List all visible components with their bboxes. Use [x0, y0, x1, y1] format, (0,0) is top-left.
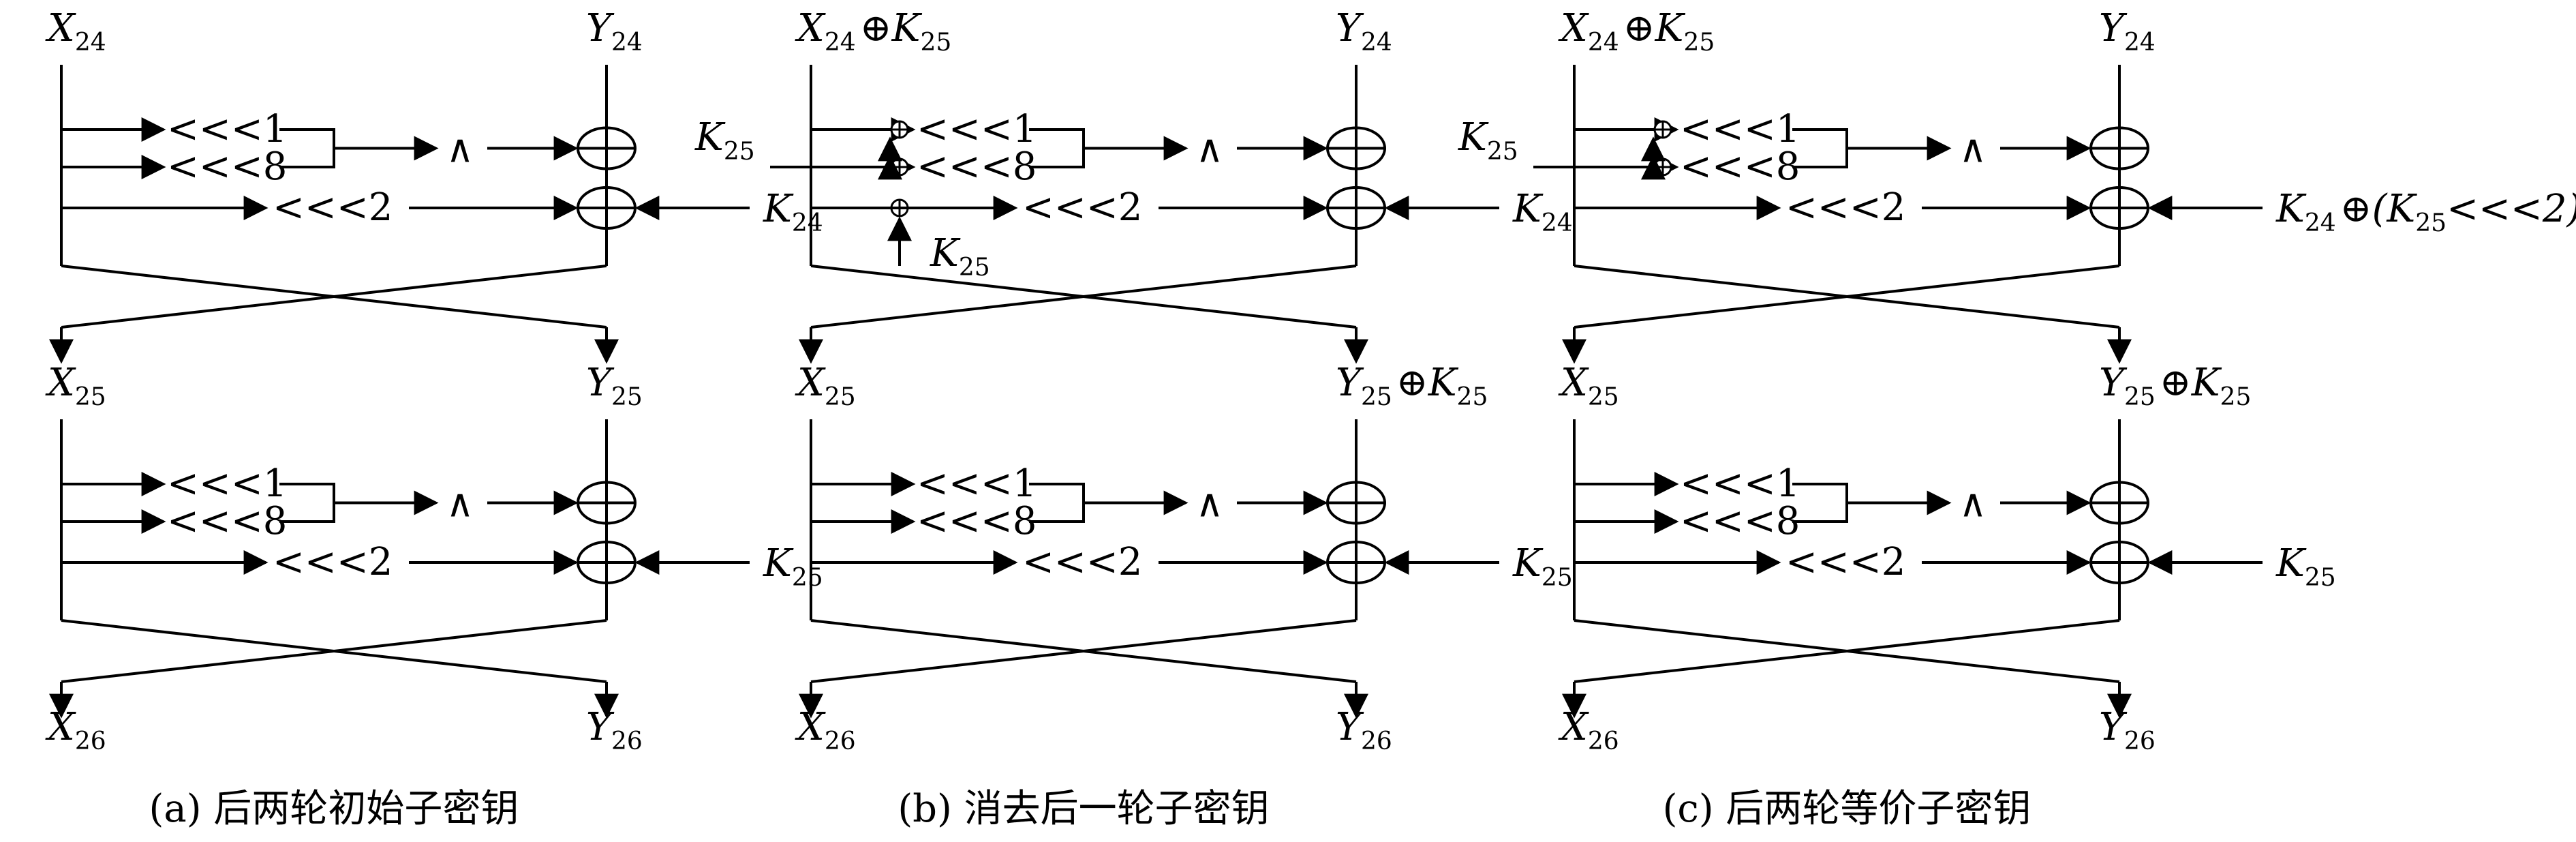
xor-key-node	[1326, 186, 1386, 230]
side-key-label-2: K25	[930, 231, 990, 282]
xor-and-node	[1326, 481, 1386, 525]
round-2-input-x-label: X25	[1558, 361, 1619, 411]
round-1-input-y-label: Y24	[586, 6, 643, 57]
rot-merge-bracket	[1792, 128, 1848, 168]
rot1-label: <<<1	[917, 462, 1037, 506]
rot2-label: <<<2	[273, 540, 393, 584]
output-x-label: X26	[795, 705, 856, 755]
swap-line-y-to-x	[810, 619, 1357, 683]
swap-line-y-to-x	[810, 265, 1357, 329]
swap-line-y-to-x	[1574, 265, 2120, 329]
panel-caption: (b) 消去后一轮子密钥	[898, 787, 1269, 831]
output-x-label: X26	[1558, 705, 1619, 755]
output-y-label: Y26	[586, 705, 643, 755]
round-2-input-x-label: X25	[795, 361, 856, 411]
side-key-label: K25	[694, 115, 755, 166]
rot8-label: <<<8	[917, 145, 1037, 189]
round-2-key-label: K25	[1512, 541, 1573, 592]
rot2-label: <<<2	[1022, 185, 1142, 230]
round-2-input-y-label: Y25⊕K25	[1336, 361, 1488, 411]
rot2-label: <<<2	[273, 185, 393, 230]
rot2-label: <<<2	[1785, 540, 1905, 584]
xor-key-node	[577, 541, 637, 584]
rot1-label: <<<1	[167, 107, 287, 151]
xor-and-node	[2089, 126, 2149, 170]
round-2-input-y-label: Y25	[586, 361, 643, 411]
rot1-label: <<<1	[1680, 107, 1800, 151]
and-op-label: ∧	[446, 482, 474, 526]
rot-merge-bracket	[279, 483, 335, 523]
rot-merge-bracket	[1029, 128, 1085, 168]
output-y-label: Y26	[2099, 705, 2156, 755]
rot8-label: <<<8	[1680, 145, 1800, 189]
round-1-key-label: K24	[763, 187, 823, 237]
round-2: X25 Y25 <<<1<<<8 ∧ <<<2 K25	[45, 361, 823, 719]
xor-key-node	[2089, 186, 2149, 230]
panel-caption: (c) 后两轮等价子密钥	[1663, 787, 2031, 831]
side-key-label: K25	[1458, 115, 1518, 166]
round-1-input-y-label: Y24	[2099, 6, 2156, 57]
round-1-key-label: K24	[1512, 187, 1573, 237]
rot1-label: <<<1	[167, 462, 287, 506]
round-2-input-x-label: X25	[45, 361, 106, 411]
rot2-label: <<<2	[1785, 185, 1905, 230]
output-x-label: X26	[45, 705, 106, 755]
round-2-input-y-label: Y25⊕K25	[2099, 361, 2251, 411]
round-1-input-x-label: X24⊕K25	[795, 6, 951, 57]
swap-line-y-to-x	[61, 265, 607, 329]
xor-key-node	[1326, 541, 1386, 584]
round-1-input-y-label: Y24	[1336, 6, 1392, 57]
and-op-label: ∧	[1196, 482, 1224, 526]
round-1: X24⊕K25 Y24 <<<1<<<8 K25 ∧ <<<2 K24⊕(K25<<<2)	[1458, 6, 2576, 364]
xor-and-node	[577, 126, 637, 170]
rot1-label: <<<1	[917, 107, 1037, 151]
rot1-label: <<<1	[1680, 462, 1800, 506]
rot8-label: <<<8	[1680, 499, 1800, 543]
rot-merge-bracket	[1792, 483, 1848, 523]
xor-key-node	[577, 186, 637, 230]
and-op-label: ∧	[446, 127, 474, 172]
output-y-label: Y26	[1336, 705, 1392, 755]
xor-and-node	[577, 481, 637, 525]
rot2-label: <<<2	[1022, 540, 1142, 584]
panel-caption: (a) 后两轮初始子密钥	[149, 787, 519, 831]
xor-and-node	[1326, 126, 1386, 170]
round-1-input-x-label: X24⊕K25	[1558, 6, 1715, 57]
round-2: X25 Y25⊕K25 <<<1<<<8 ∧ <<<2 K25	[795, 361, 1573, 719]
xor-key-node	[2089, 541, 2149, 584]
round-1: X24 Y24 <<<1<<<8 ∧ <<<2 K24	[45, 6, 823, 364]
swap-line-y-to-x	[61, 619, 607, 683]
and-op-label: ∧	[1959, 482, 1987, 526]
and-op-label: ∧	[1196, 127, 1224, 172]
xor-and-node	[2089, 481, 2149, 525]
rot8-label: <<<8	[917, 499, 1037, 543]
rot-merge-bracket	[1029, 483, 1085, 523]
round-2-key-label: K25	[2275, 541, 2336, 592]
rot-merge-bracket	[279, 128, 335, 168]
round-1-key-label: K24⊕(K25<<<2)	[2275, 187, 2576, 237]
rot8-label: <<<8	[167, 499, 287, 543]
swap-line-y-to-x	[1574, 619, 2120, 683]
and-op-label: ∧	[1959, 127, 1987, 172]
round-2-key-label: K25	[763, 541, 823, 592]
round-2: X25 Y25⊕K25 <<<1<<<8 ∧ <<<2 K25	[1558, 361, 2336, 719]
round-1-input-x-label: X24	[45, 6, 106, 57]
rot8-label: <<<8	[167, 145, 287, 189]
